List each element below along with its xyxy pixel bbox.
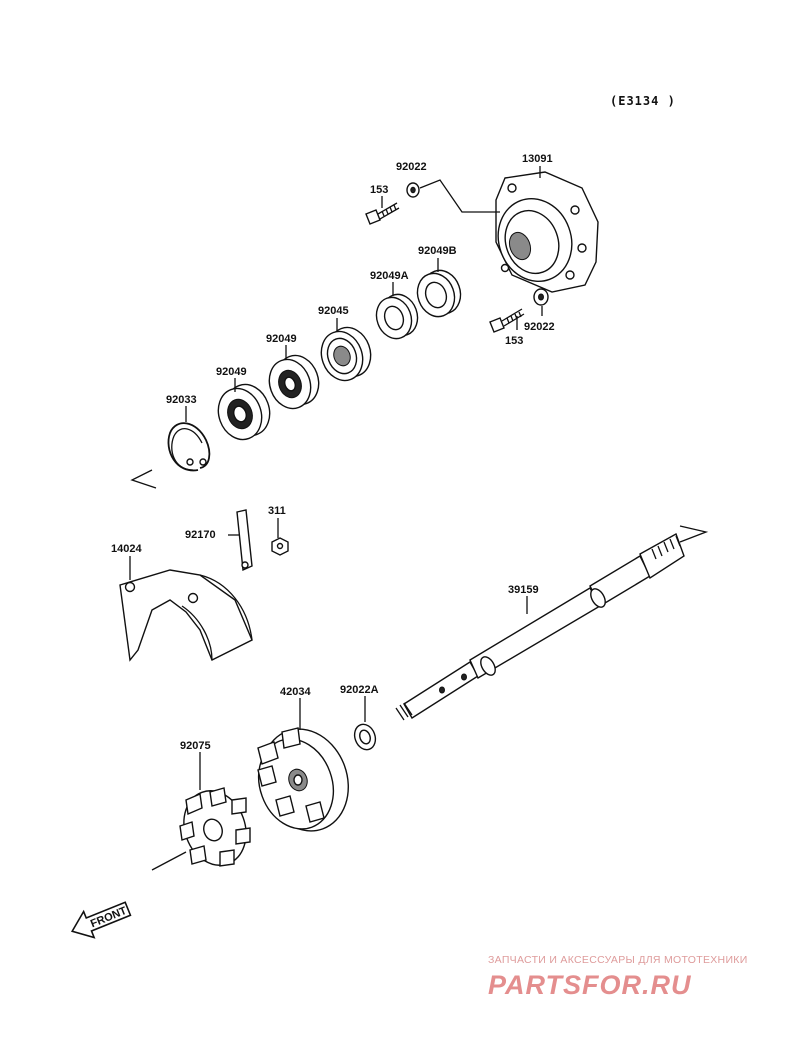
washer-92022A — [353, 723, 377, 751]
label-311: 311 — [268, 505, 286, 517]
washer-92022-top — [406, 182, 420, 198]
nut-311 — [271, 537, 289, 556]
label-92022A: 92022A — [340, 684, 379, 696]
label-92075: 92075 — [180, 740, 211, 752]
label-92033: 92033 — [166, 394, 197, 406]
ball-bearing-92045 — [320, 326, 372, 382]
drive-shaft-39159 — [395, 532, 685, 721]
bolt-153-top — [365, 202, 400, 225]
label-39159: 39159 — [508, 584, 539, 596]
washer-92022-bottom — [533, 288, 549, 306]
label-13091: 13091 — [522, 153, 553, 165]
oil-seal-92049A — [375, 293, 419, 340]
axis-line-damper — [151, 851, 187, 871]
damper-92075 — [179, 787, 251, 867]
label-92049A: 92049A — [370, 270, 409, 282]
bolt-153-bottom — [489, 308, 525, 333]
leader-lines — [129, 166, 543, 790]
leader-92022-top — [419, 179, 500, 213]
watermark-logo: PARTSFOR.RU — [488, 970, 692, 1000]
label-14024: 14024 — [111, 543, 142, 555]
plate-92170 — [236, 509, 253, 572]
bearing-housing-13091 — [495, 171, 599, 293]
oil-seal-92049B — [416, 269, 462, 318]
label-42034: 42034 — [280, 686, 311, 698]
watermark-tagline: ЗАПЧАСТИ И АКСЕССУАРЫ ДЛЯ МОТОТЕХНИКИ — [488, 954, 748, 966]
axis-line-left — [130, 469, 157, 489]
axis-line-right — [679, 525, 709, 543]
label-92049-lower: 92049 — [216, 366, 247, 378]
label-153-top: 153 — [370, 184, 388, 196]
label-92022-top: 92022 — [396, 161, 427, 173]
front-arrow-icon: FRONT — [70, 901, 132, 939]
watermark: ЗАПЧАСТИ И АКСЕССУАРЫ ДЛЯ МОТОТЕХНИКИ PA… — [488, 954, 748, 1000]
circlip-92033 — [167, 422, 211, 472]
bracket-14024 — [119, 569, 253, 662]
label-92045: 92045 — [318, 305, 349, 317]
oil-seal-92049-lower — [217, 383, 271, 441]
coupling-42034 — [257, 727, 349, 832]
diagram-code: (E3134 ) — [610, 94, 676, 108]
label-92049B: 92049B — [418, 245, 457, 257]
oil-seal-92049-upper — [268, 354, 320, 410]
label-92049-upper: 92049 — [266, 333, 297, 345]
label-153-bottom: 153 — [505, 335, 523, 347]
label-92170: 92170 — [185, 529, 216, 541]
label-92022-bottom: 92022 — [524, 321, 555, 333]
